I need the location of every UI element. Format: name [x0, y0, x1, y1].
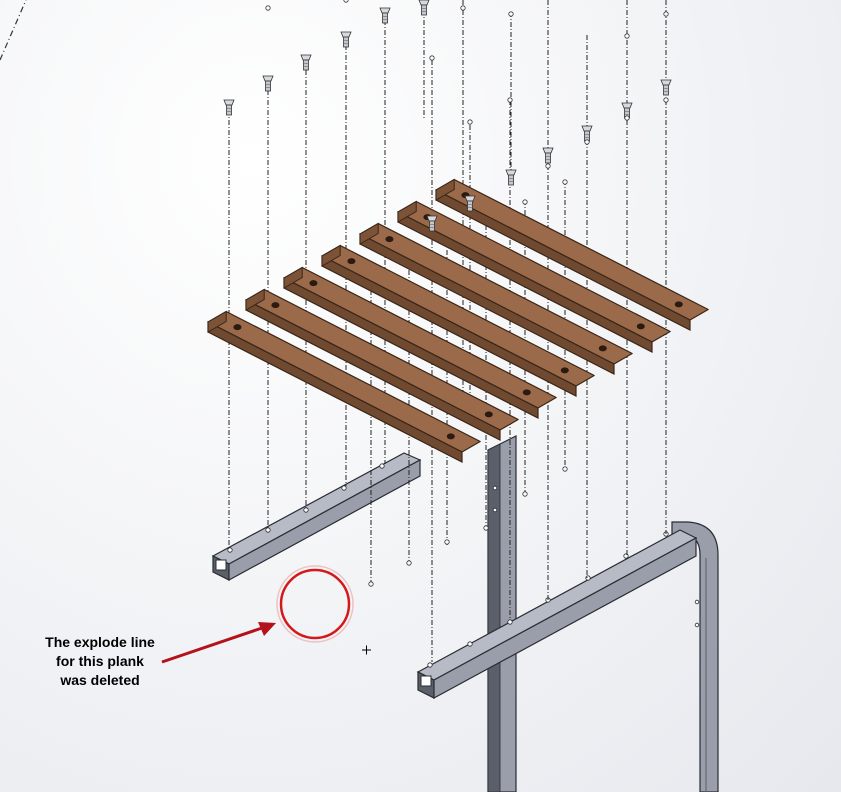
screw-icon	[581, 125, 593, 142]
washer-marker	[522, 491, 528, 497]
washer-marker	[343, 0, 349, 3]
screw-icon	[660, 79, 672, 96]
annotation-line-1: The explode line	[45, 634, 155, 650]
sketch-line	[0, 0, 27, 61]
washer-marker	[406, 560, 412, 566]
annotation-line-2: for this plank	[56, 653, 144, 669]
washer-marker	[368, 581, 374, 587]
washer-marker	[444, 539, 450, 545]
annotation-line-3: was deleted	[60, 672, 140, 688]
screw-icon	[340, 31, 352, 48]
annotation-arrow	[161, 622, 276, 664]
cursor-crosshair-icon	[362, 645, 371, 655]
washer-marker	[584, 139, 590, 145]
washer-marker	[562, 466, 568, 472]
screw-icon	[505, 169, 517, 186]
washer-marker	[663, 11, 669, 17]
washer-marker	[508, 11, 514, 17]
washer-marker	[522, 199, 528, 205]
washer-marker	[545, 163, 551, 169]
frame-rail-right	[416, 529, 698, 681]
highlight-circle	[279, 568, 351, 640]
plank	[359, 222, 633, 375]
screw-icon	[542, 147, 554, 164]
screw-icon	[300, 54, 312, 71]
plank	[321, 244, 595, 397]
washer-marker	[460, 5, 466, 11]
plank	[207, 310, 481, 463]
screw-icon	[379, 7, 391, 24]
screw-icon	[426, 215, 438, 232]
plank	[283, 266, 557, 419]
washer-marker	[429, 55, 435, 61]
screw-icon	[262, 75, 274, 92]
plank	[245, 288, 519, 441]
washer-marker	[467, 119, 473, 125]
washer-marker	[562, 179, 568, 185]
washer-marker	[507, 97, 513, 103]
plank	[397, 200, 671, 353]
screw-icon	[464, 195, 476, 212]
annotation-note: The explode line for this plank was dele…	[20, 633, 180, 690]
screw-icon	[223, 99, 235, 116]
washer-marker	[624, 115, 630, 121]
frame-rail-left	[211, 452, 422, 565]
washer-marker	[624, 33, 630, 39]
screw-icon	[418, 0, 430, 16]
washer-marker	[663, 97, 669, 103]
washer-marker	[265, 5, 271, 11]
washer-marker	[483, 525, 489, 531]
plank	[435, 178, 709, 331]
